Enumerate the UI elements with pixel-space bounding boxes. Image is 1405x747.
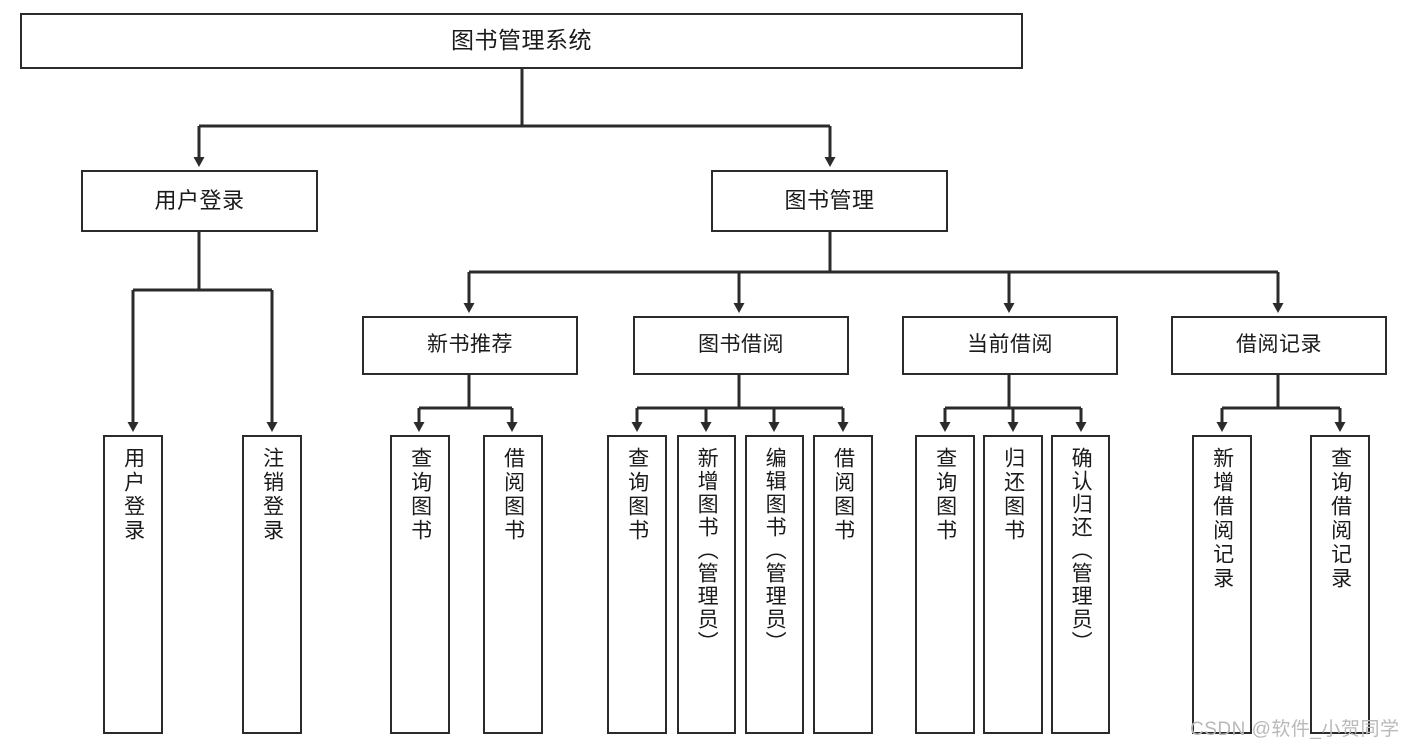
node-leaf-add-book-admin[interactable]: 新增图书（管理员）	[677, 435, 736, 734]
node-label: 借阅图书	[501, 447, 525, 543]
node-new-book-recommendation[interactable]: 新书推荐	[362, 316, 578, 375]
node-borrowing-records[interactable]: 借阅记录	[1171, 316, 1387, 375]
node-label: 查询图书	[408, 447, 432, 543]
node-label: 新增图书（管理员）	[695, 447, 719, 654]
node-label: 图书借阅	[698, 333, 784, 357]
node-leaf-confirm-return-admin[interactable]: 确认归还（管理员）	[1051, 435, 1110, 734]
node-leaf-query-books-recommend[interactable]: 查询图书	[390, 435, 450, 734]
node-label: 查询图书	[933, 447, 957, 543]
node-label: 图书管理	[784, 188, 875, 214]
node-label: 归还图书	[1001, 447, 1025, 543]
node-label: 编辑图书（管理员）	[763, 447, 787, 654]
node-user-login[interactable]: 用户登录	[81, 170, 318, 232]
node-leaf-user-login[interactable]: 用户登录	[103, 435, 163, 734]
node-label: 查询图书	[625, 447, 649, 543]
node-current-borrowing[interactable]: 当前借阅	[902, 316, 1118, 375]
node-leaf-query-books-current[interactable]: 查询图书	[915, 435, 975, 734]
node-label: 查询借阅记录	[1328, 447, 1352, 591]
node-book-borrowing[interactable]: 图书借阅	[633, 316, 849, 375]
node-label: 用户登录	[121, 447, 145, 543]
node-label: 借阅图书	[831, 447, 855, 543]
node-leaf-edit-book-admin[interactable]: 编辑图书（管理员）	[745, 435, 804, 734]
node-label: 当前借阅	[967, 333, 1053, 357]
node-label: 确认归还（管理员）	[1069, 447, 1093, 654]
node-leaf-borrow-books[interactable]: 借阅图书	[813, 435, 873, 734]
node-label: 新增借阅记录	[1210, 447, 1234, 591]
node-label: 注销登录	[260, 447, 284, 543]
node-label: 用户登录	[154, 188, 245, 214]
node-leaf-query-borrow-record[interactable]: 查询借阅记录	[1310, 435, 1370, 734]
node-leaf-logout[interactable]: 注销登录	[242, 435, 302, 734]
node-leaf-query-books-borrow[interactable]: 查询图书	[607, 435, 667, 734]
node-label: 借阅记录	[1236, 333, 1322, 357]
watermark-text: CSDN @软件_小贺同学	[1190, 719, 1400, 740]
node-book-management[interactable]: 图书管理	[711, 170, 948, 232]
node-leaf-add-borrow-record[interactable]: 新增借阅记录	[1192, 435, 1252, 734]
node-leaf-return-books[interactable]: 归还图书	[983, 435, 1043, 734]
node-label: 新书推荐	[427, 333, 513, 357]
node-leaf-borrow-books-recommend[interactable]: 借阅图书	[483, 435, 543, 734]
node-root-book-management-system[interactable]: 图书管理系统	[20, 13, 1023, 69]
node-label: 图书管理系统	[451, 27, 592, 54]
